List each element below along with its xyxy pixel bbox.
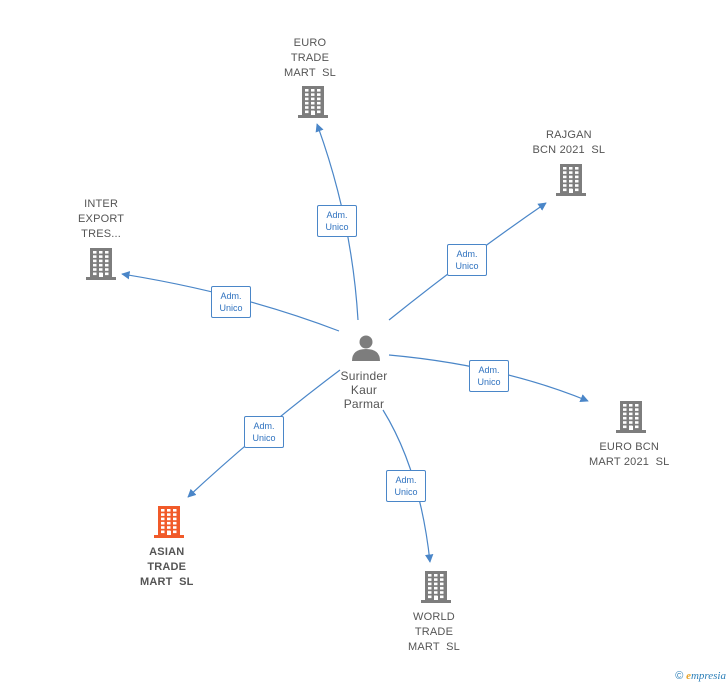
company-name-world-trade-mart: WORLD TRADE MART SL [408,611,460,653]
building-icon-rajgan-bcn[interactable] [556,164,586,196]
relation-tag-euro-bcn-mart[interactable]: Adm. Unico [469,360,509,392]
person-icon[interactable] [352,335,380,362]
center-person-name: Surinder Kaur Parmar [340,369,388,411]
relation-tag-world-trade-mart[interactable]: Adm. Unico [386,470,426,502]
building-icon-inter-export[interactable] [86,248,116,280]
company-name-euro-trade-mart: EURO TRADE MART SL [284,37,336,79]
relation-tag-rajgan-bcn[interactable]: Adm. Unico [447,244,487,276]
relation-tag-inter-export[interactable]: Adm. Unico [211,286,251,318]
relation-tag-asian-trade-mart[interactable]: Adm. Unico [244,416,284,448]
brand-initial: e [686,670,691,682]
node-icons [86,86,646,603]
building-icon-asian-trade-mart[interactable] [154,506,184,538]
building-icon-world-trade-mart[interactable] [421,571,451,603]
building-icon-euro-trade-mart[interactable] [298,86,328,118]
copyright-symbol: © [675,670,684,682]
relation-tag-euro-trade-mart[interactable]: Adm. Unico [317,205,357,237]
empresia-logo: © empresia [675,670,726,682]
brand-name: mpresia [690,670,726,682]
company-name-rajgan-bcn: RAJGAN BCN 2021 SL [532,129,606,156]
edges [121,123,589,563]
company-name-euro-bcn-mart: EURO BCN MART 2021 SL [589,441,670,468]
company-name-inter-export: INTER EXPORT TRES... [78,198,125,240]
company-name-asian-trade-mart: ASIAN TRADE MART SL [140,546,194,588]
building-icon-euro-bcn-mart[interactable] [616,401,646,433]
